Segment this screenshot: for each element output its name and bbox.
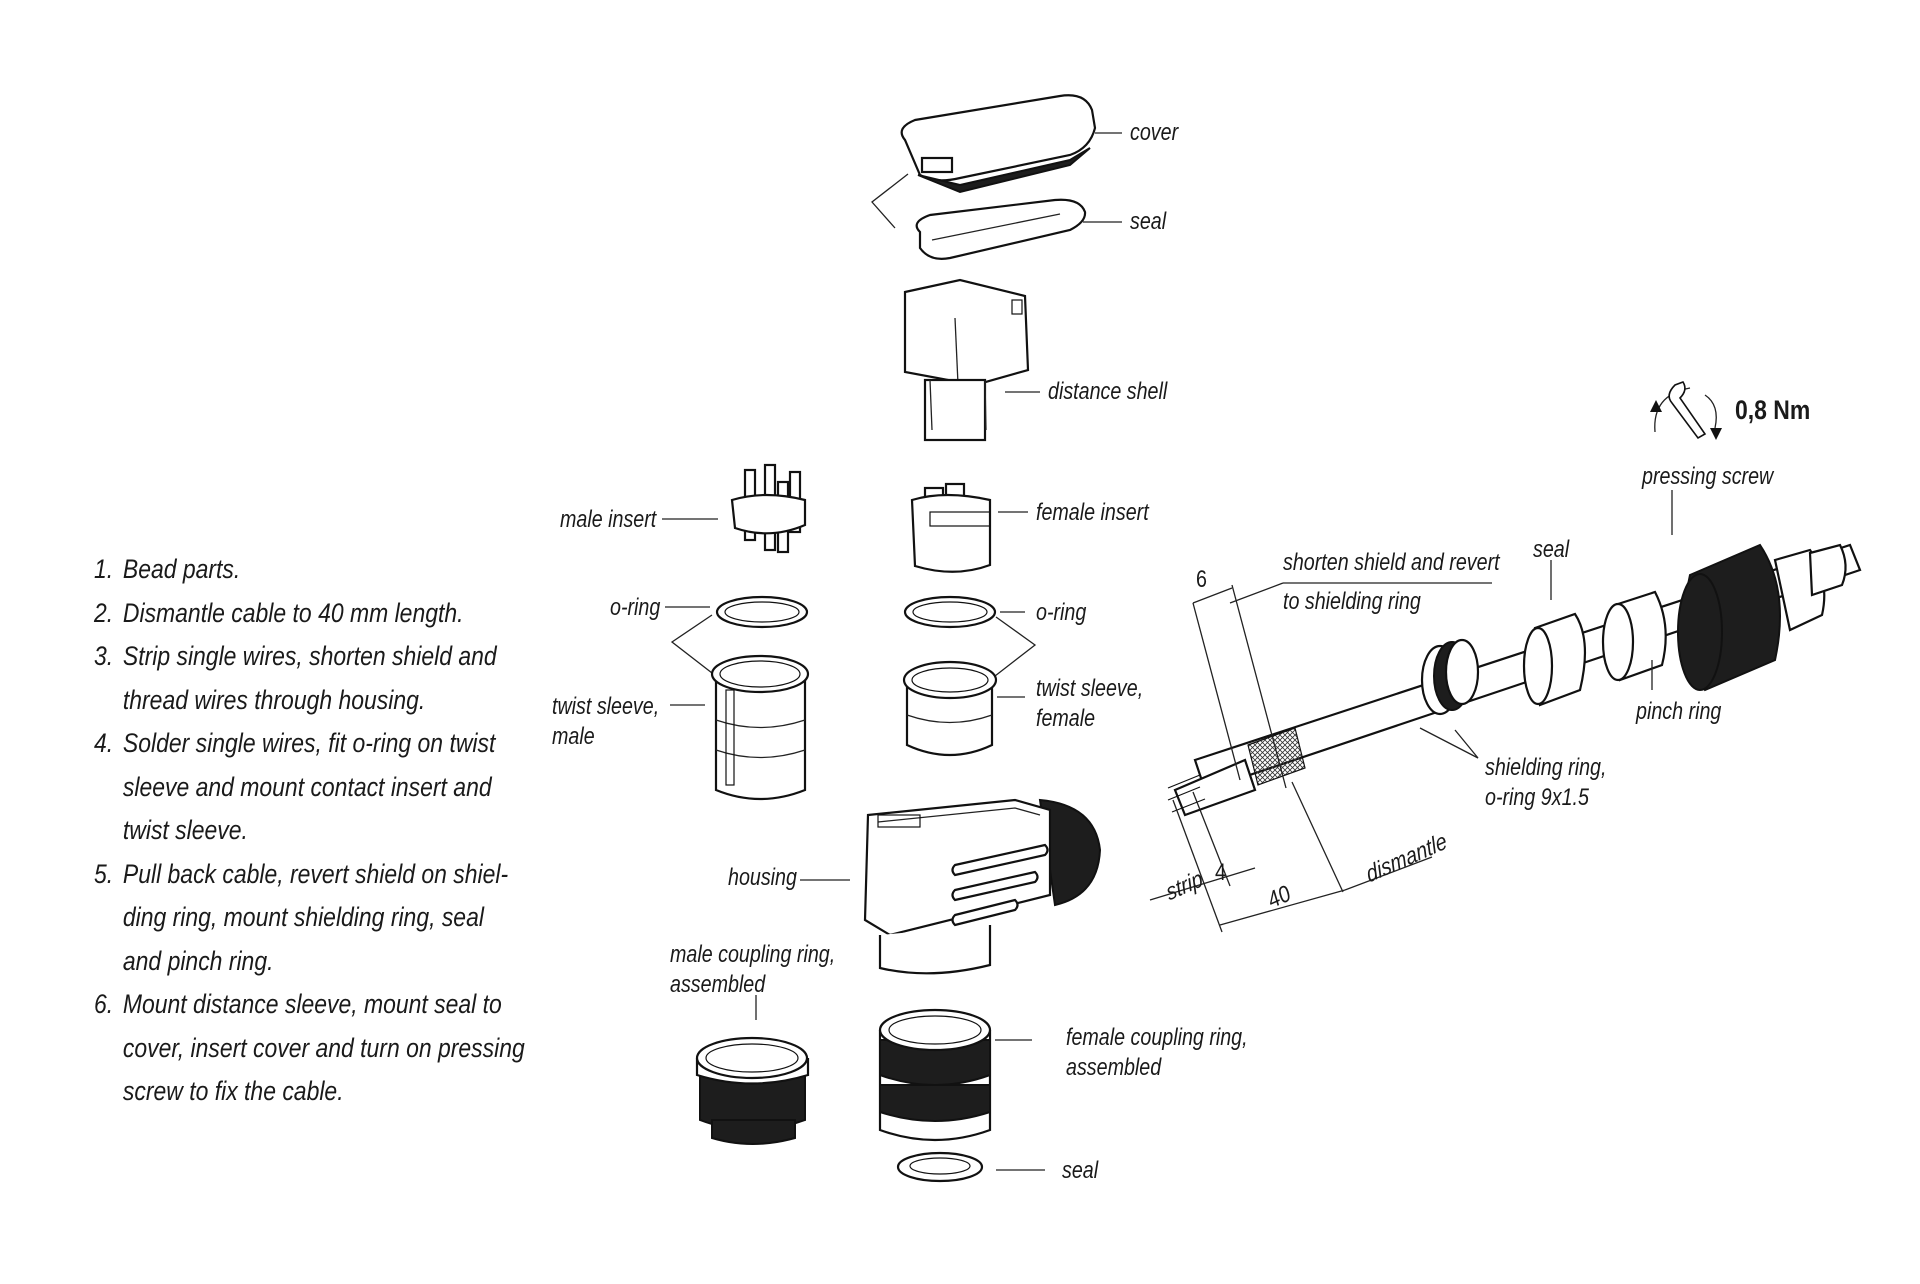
label-shorten-shield-2: to shielding ring [1283, 588, 1421, 615]
torque-value: 0,8 Nm [1735, 395, 1811, 425]
instruction-step: 2.Dismantle cable to 40 mm length. [94, 597, 464, 628]
leader-o-ring-right-bracket [994, 616, 1037, 677]
dimension-lines [1149, 584, 1433, 933]
instruction-step: 4.Solder single wires, fit o-ring on twi… [94, 728, 496, 845]
distance-shell-part [903, 278, 1030, 442]
label-male-coupling-ring: male coupling ring, [670, 941, 836, 968]
instruction-step: 1.Bead parts. [94, 554, 241, 584]
label-twist-sleeve-female: twist sleeve, [1036, 675, 1144, 702]
label-twist-sleeve-female-2: female [1036, 705, 1096, 732]
dimension-shield-6: 6 [1196, 566, 1207, 593]
leader-cover-seal-bracket [871, 173, 909, 229]
dimension-strip-4: 4 [1215, 859, 1226, 886]
female-coupling-ring-part [878, 1008, 992, 1142]
female-insert-part [910, 482, 992, 573]
label-distance-shell: distance shell [1048, 378, 1168, 405]
label-shielding-ring: shielding ring, [1485, 754, 1607, 781]
pinch-ring-part [1601, 590, 1667, 682]
label-o-ring-right: o-ring [1036, 599, 1087, 626]
housing-part [863, 798, 1102, 975]
male-insert-part [730, 463, 807, 554]
label-twist-sleeve-male-2: male [552, 723, 595, 750]
label-female-insert: female insert [1036, 499, 1149, 526]
label-female-coupling-ring-2: assembled [1066, 1054, 1162, 1081]
twist-sleeve-female-part [902, 660, 998, 757]
label-pressing-screw: pressing screw [1642, 463, 1774, 490]
label-male-coupling-ring-2: assembled [670, 971, 766, 998]
label-o-ring-left: o-ring [610, 594, 661, 621]
label-shorten-shield: shorten shield and revert [1283, 549, 1500, 576]
label-housing: housing [728, 864, 797, 891]
assembly-instructions-list: 1.Bead parts. 2.Dismantle cable to 40 mm… [94, 548, 554, 1114]
label-female-coupling-ring: female coupling ring, [1066, 1024, 1248, 1051]
wrench-rotate-icon [1650, 381, 1722, 440]
cover-part [900, 94, 1097, 194]
label-pinch-ring: pinch ring [1636, 698, 1722, 725]
pressing-screw-part [1677, 543, 1847, 692]
label-cable-seal: seal [1533, 536, 1570, 563]
label-male-insert: male insert [560, 506, 657, 533]
label-twist-sleeve-male: twist sleeve, [552, 693, 660, 720]
instruction-step: 5.Pull back cable, revert shield on shie… [94, 858, 509, 976]
cable-seal-part [1522, 612, 1587, 707]
seal-top-part [915, 198, 1087, 260]
leader-shielding-ring [1419, 727, 1479, 759]
instruction-step: 3.Strip single wires, shorten shield and… [94, 641, 497, 715]
label-cover: cover [1130, 119, 1179, 146]
label-seal-bottom: seal [1062, 1157, 1099, 1184]
male-coupling-ring-part [695, 1036, 810, 1145]
shielding-ring-part [1420, 638, 1480, 716]
leader-o-ring-left-bracket [670, 614, 713, 674]
twist-sleeve-male-part [710, 654, 810, 801]
label-o-ring-size: o-ring 9x1.5 [1485, 784, 1589, 811]
label-seal-top: seal [1130, 208, 1167, 235]
